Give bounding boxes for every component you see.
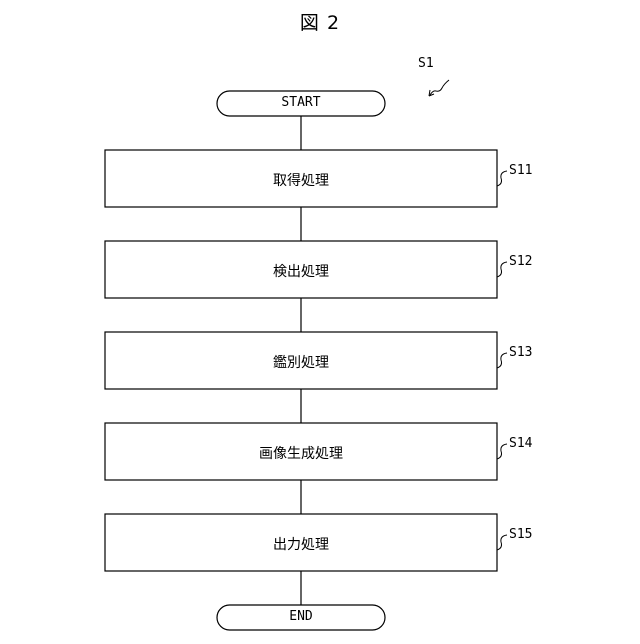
- step-ref-s13: S13: [509, 345, 532, 360]
- step-label-s11: 取得処理: [105, 170, 497, 190]
- step-ref-s12: S12: [509, 254, 532, 269]
- step-ref-s11: S11: [509, 163, 532, 178]
- step-ref-s14: S14: [509, 436, 532, 451]
- start-label: START: [216, 95, 386, 110]
- leader-s12: [497, 262, 507, 277]
- flow-ref-arrow: [430, 80, 449, 95]
- figure-title: 図 2: [0, 8, 640, 35]
- step-label-s15: 出力処理: [105, 534, 497, 554]
- flowchart-ref: S1: [418, 56, 434, 71]
- step-label-s14: 画像生成処理: [105, 443, 497, 463]
- leader-s11: [497, 171, 507, 186]
- step-label-s12: 検出処理: [105, 261, 497, 281]
- step-label-s13: 鑑別処理: [105, 352, 497, 372]
- leader-s13: [497, 353, 507, 368]
- leader-s15: [497, 535, 507, 550]
- leader-s14: [497, 444, 507, 459]
- end-label: END: [216, 609, 386, 624]
- step-ref-s15: S15: [509, 527, 532, 542]
